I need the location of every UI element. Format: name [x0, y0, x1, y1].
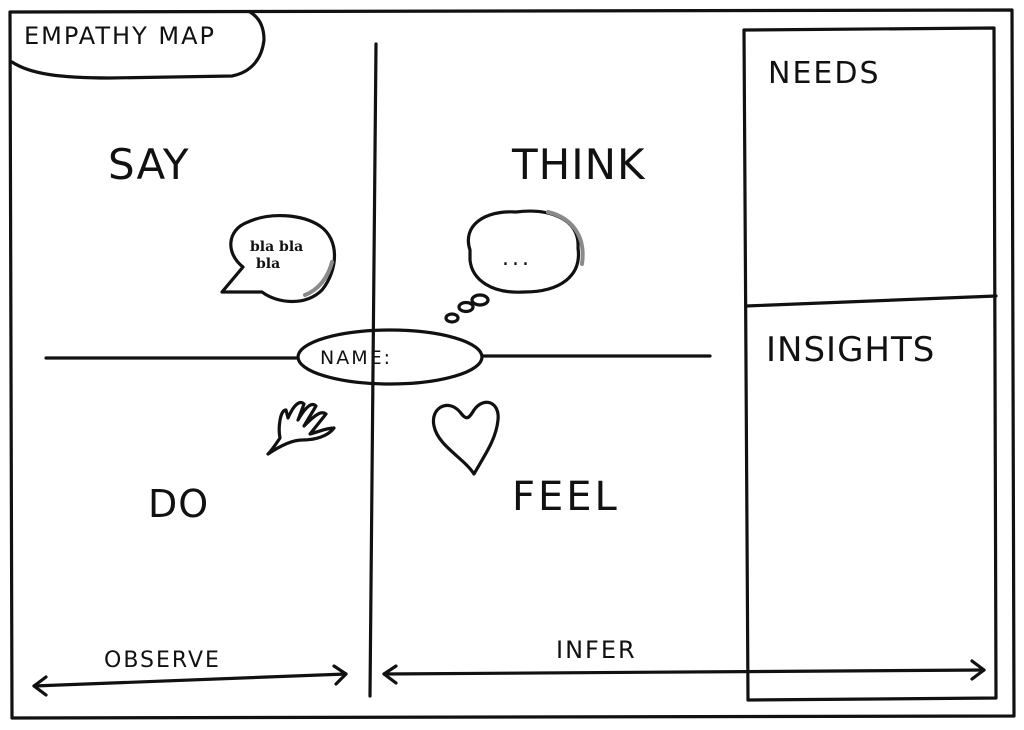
- heart-icon: [431, 400, 500, 476]
- insights-label: INSIGHTS: [766, 330, 936, 370]
- say-label: SAY: [108, 140, 190, 189]
- observe-arrow: [32, 672, 348, 688]
- infer-arrow-right-head: [970, 659, 986, 681]
- needs-insights-divider: [744, 294, 998, 308]
- thought-bubble-text: ...: [502, 246, 532, 271]
- speech-bubble-icon: [220, 214, 336, 303]
- outer-frame: [8, 8, 1016, 720]
- feel-label: FEEL: [512, 474, 620, 520]
- thought-dot-medium: [457, 300, 475, 314]
- thought-bubble-shadow: [546, 210, 585, 266]
- map-title: EMPATHY MAP: [24, 22, 216, 50]
- infer-label: INFER: [556, 636, 637, 664]
- vertical-divider: [368, 42, 378, 698]
- name-label: NAME:: [320, 347, 393, 369]
- speech-bubble-text-line1: bla bla: [250, 239, 304, 255]
- name-ellipse: [296, 328, 484, 386]
- thought-dot-small: [444, 312, 460, 324]
- do-label: DO: [148, 482, 210, 526]
- thought-dot-large: [470, 293, 490, 307]
- observe-arrow-right-head: [332, 664, 348, 686]
- speech-bubble-text-line2: bla: [256, 256, 281, 272]
- infer-arrow-left-head: [382, 664, 398, 685]
- think-label: THINK: [512, 140, 646, 189]
- infer-arrow: [382, 668, 986, 676]
- right-column-frame: [742, 26, 998, 702]
- observe-arrow-left-head: [32, 675, 48, 697]
- needs-label: NEEDS: [768, 56, 881, 91]
- observe-label: OBSERVE: [104, 648, 221, 673]
- hand-icon: [266, 400, 336, 456]
- thought-bubble-icon: [466, 209, 581, 294]
- title-tab: [10, 10, 266, 80]
- speech-bubble-shadow: [303, 260, 334, 297]
